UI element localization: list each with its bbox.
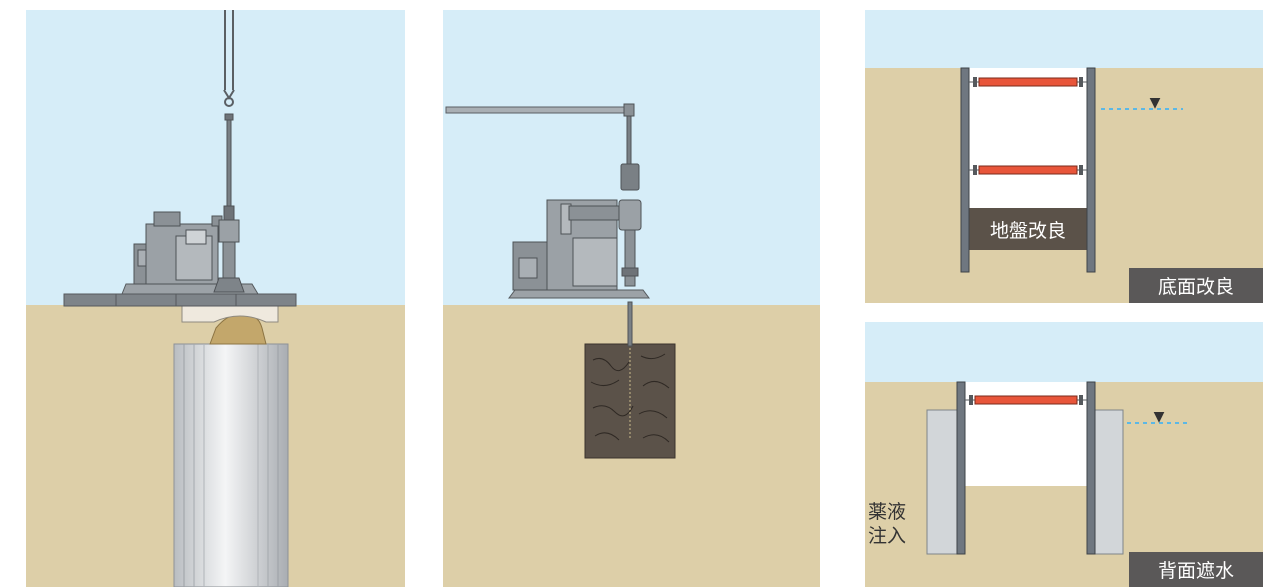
- drill-head: [618, 163, 642, 287]
- sky: [865, 10, 1263, 68]
- panel-mixing-rig: [443, 10, 820, 587]
- rig-machine: [133, 211, 223, 285]
- rig-machine: [512, 199, 622, 291]
- improved-soil: [969, 208, 1087, 250]
- inner-label: 地盤改良: [990, 220, 1066, 242]
- corner-label: 背面遮水: [1158, 560, 1234, 582]
- side-label-line1: 薬液: [868, 501, 906, 523]
- groundwater-marker: ▼: [1150, 95, 1161, 111]
- strut-lower: [969, 165, 1087, 175]
- improved-soil-block: [584, 343, 676, 459]
- strut-upper: [969, 77, 1087, 87]
- strut: [965, 395, 1087, 405]
- column-rig-illustration: [26, 10, 405, 587]
- corner-label-bg: [1129, 268, 1263, 303]
- groundwater-marker: ▼: [1154, 409, 1165, 425]
- retaining-wall-right: [1086, 381, 1096, 555]
- excavation: [969, 68, 1087, 216]
- mixing-rig-illustration: [443, 10, 820, 587]
- work-platform: [63, 293, 297, 307]
- panel-column-rig: [26, 10, 405, 587]
- drill-rod: [627, 301, 633, 347]
- panel-bottom-improvement: 地盤改良 ▼ 底面改良: [865, 10, 1263, 303]
- retaining-wall-left: [960, 67, 970, 273]
- boom-arm: [445, 103, 635, 165]
- retaining-wall-right: [1086, 67, 1096, 273]
- corner-label-bg: [1129, 552, 1263, 587]
- back-waterproofing-illustration: ▼ 薬液 注入 背面遮水: [865, 322, 1263, 587]
- ground-column: [173, 343, 289, 587]
- machine-base: [508, 289, 650, 299]
- retaining-wall-left: [956, 381, 966, 555]
- panel-back-waterproofing: ▼ 薬液 注入 背面遮水: [865, 322, 1263, 587]
- casing-collar: [181, 305, 279, 323]
- sky: [865, 322, 1263, 382]
- side-label-line2: 注入: [868, 525, 906, 547]
- corner-label: 底面改良: [1158, 276, 1234, 298]
- bottom-improvement-illustration: 地盤改良 ▼ 底面改良: [865, 10, 1263, 303]
- drill-mast: [213, 10, 245, 293]
